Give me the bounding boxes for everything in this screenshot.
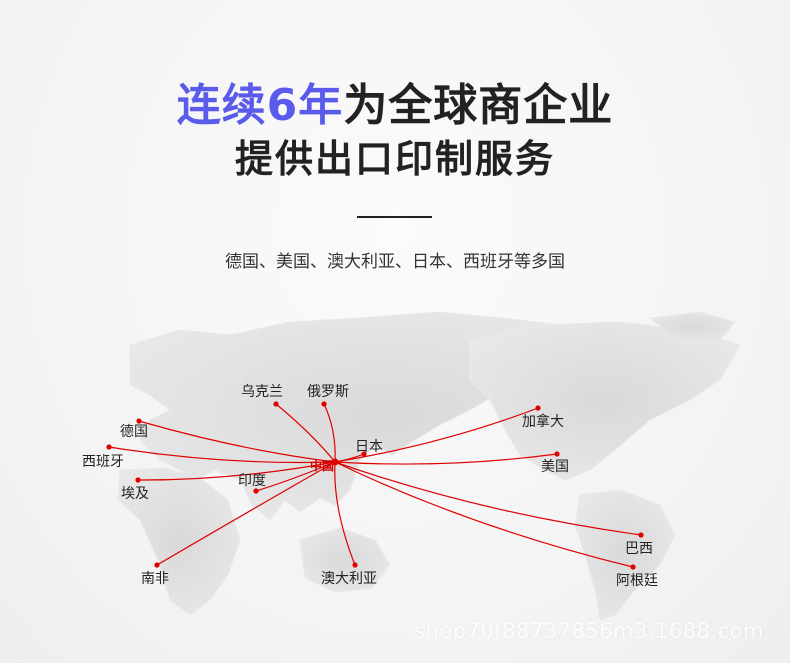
dot-canada — [535, 405, 541, 411]
label-russia: 俄罗斯 — [307, 384, 349, 400]
label-brazil: 巴西 — [625, 541, 653, 557]
label-australia: 澳大利亚 — [321, 571, 377, 587]
dot-egypt — [135, 477, 141, 483]
continent-south-america — [574, 489, 676, 621]
dot-south-africa — [154, 562, 160, 568]
divider — [357, 216, 432, 218]
continent-north-america — [469, 321, 741, 481]
dot-japan — [361, 451, 367, 457]
subtitle: 提供出口印制服务 — [234, 137, 555, 181]
label-ukraine: 乌克兰 — [241, 384, 283, 400]
route-dots — [106, 401, 644, 570]
route-germany — [138, 420, 336, 463]
route-russia — [323, 403, 336, 463]
label-argentina: 阿根廷 — [616, 573, 658, 589]
route-brazil — [334, 461, 642, 536]
route-australia — [334, 461, 356, 566]
continents — [117, 311, 741, 621]
label-egypt: 埃及 — [121, 486, 149, 502]
label-south-africa: 南非 — [141, 571, 169, 587]
dot-india — [253, 488, 259, 494]
hub-label: 中国 — [310, 459, 335, 473]
dot-argentina — [630, 564, 636, 570]
label-usa: 美国 — [541, 459, 569, 475]
label-germany: 德国 — [120, 424, 148, 440]
route-south-africa — [156, 461, 336, 566]
countries-line: 德国、美国、澳大利亚、日本、西班牙等多国 — [225, 252, 565, 272]
island-greenland — [648, 311, 736, 343]
route-india — [255, 461, 336, 492]
dot-russia — [321, 401, 327, 407]
label-canada: 加拿大 — [522, 414, 564, 430]
headline-accent: 连续6年 — [176, 80, 344, 131]
hub-dot — [331, 458, 339, 466]
label-india: 印度 — [238, 473, 266, 489]
route-argentina — [334, 461, 634, 568]
routes — [108, 403, 642, 568]
route-spain — [108, 446, 336, 464]
headline-rest: 为全球商企业 — [343, 80, 614, 131]
dot-spain — [106, 444, 112, 450]
dot-australia — [352, 562, 358, 568]
headline: 连续6年为全球商企业 — [0, 78, 790, 134]
route-egypt — [137, 461, 336, 481]
dot-ukraine — [273, 401, 279, 407]
continent-australia — [299, 527, 391, 593]
dot-brazil — [638, 532, 644, 538]
route-ukraine — [275, 403, 336, 463]
label-spain: 西班牙 — [82, 454, 124, 470]
route-canada — [334, 407, 539, 463]
route-usa — [334, 453, 558, 465]
watermark: shop70f88737856m3.1688.com — [414, 619, 764, 643]
label-japan: 日本 — [355, 439, 383, 455]
dot-germany — [136, 418, 142, 424]
dot-usa — [554, 451, 560, 457]
